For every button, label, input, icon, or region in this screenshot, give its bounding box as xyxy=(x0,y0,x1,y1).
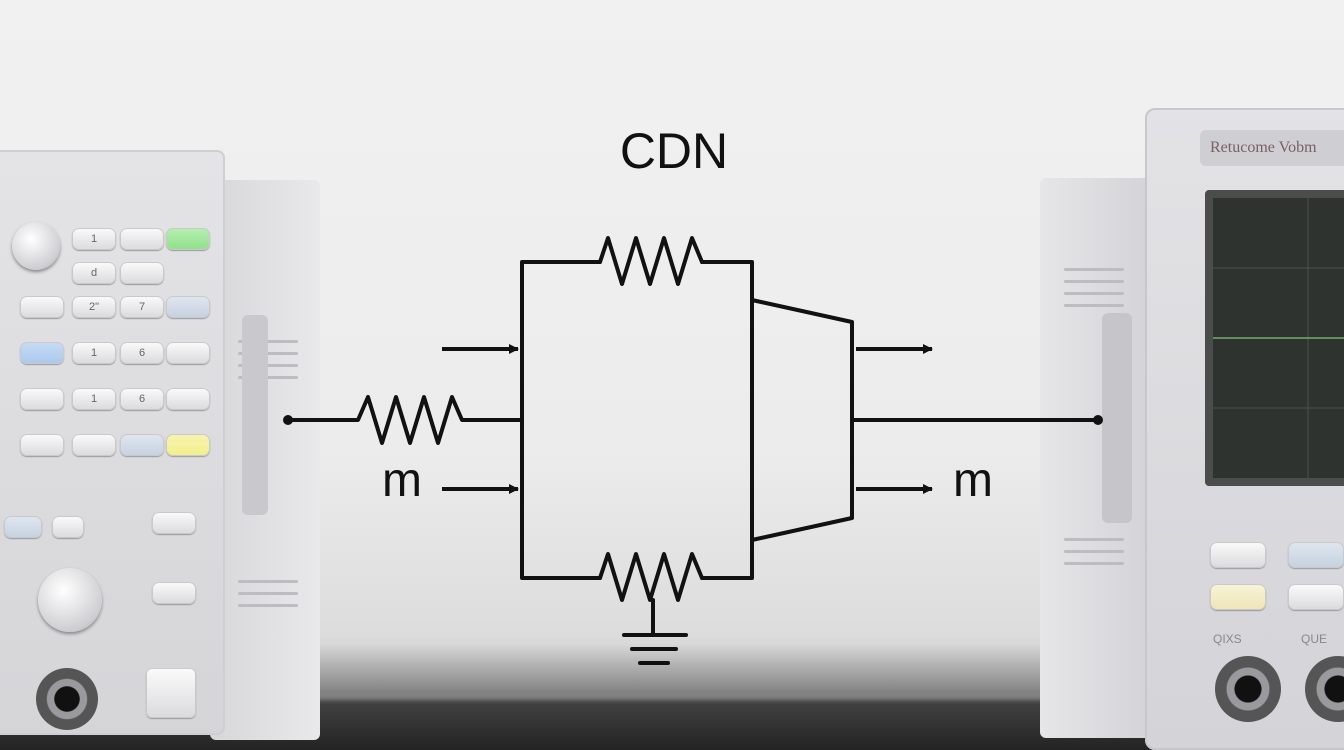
cdn-box-left xyxy=(520,260,602,580)
right-instrument: Retucome Vobm QIXS QUE xyxy=(1040,108,1344,750)
panel-key[interactable] xyxy=(166,296,210,318)
panel-key[interactable]: 6 xyxy=(120,342,164,364)
vent-slot xyxy=(1064,280,1124,283)
bnc-connector[interactable] xyxy=(36,668,98,730)
yellow-key[interactable] xyxy=(166,434,210,456)
input-line-resistor xyxy=(286,395,524,445)
green-key[interactable] xyxy=(166,228,210,250)
input-terminal xyxy=(283,415,293,425)
vent-slot xyxy=(1064,562,1124,565)
panel-key[interactable] xyxy=(152,512,196,534)
panel-key[interactable]: 2" xyxy=(72,296,116,318)
top-resistor xyxy=(598,236,704,286)
right-instrument-handle xyxy=(1102,313,1132,523)
panel-key[interactable]: 1 xyxy=(72,342,116,364)
right-instrument-front-panel: Retucome Vobm QIXS QUE xyxy=(1145,108,1344,750)
scope-grid xyxy=(1213,198,1344,478)
bottom-resistor xyxy=(598,552,704,602)
left-instrument-front-panel: 1 d 2" 7 1 6 1 6 xyxy=(0,150,225,735)
vent-slot xyxy=(1064,550,1124,553)
vent-slot xyxy=(1064,304,1124,307)
scope-key[interactable] xyxy=(1288,584,1344,610)
panel-key[interactable]: 6 xyxy=(120,388,164,410)
panel-key[interactable] xyxy=(120,262,164,284)
right-instrument-side xyxy=(1040,178,1160,738)
scope-key[interactable] xyxy=(1210,584,1266,610)
vent-slot xyxy=(1064,292,1124,295)
panel-key[interactable] xyxy=(4,516,42,538)
output-terminal xyxy=(1093,415,1103,425)
blue-key[interactable] xyxy=(20,342,64,364)
vent-slot xyxy=(238,580,298,583)
right-m-label: m xyxy=(953,454,993,507)
bench-reflection xyxy=(300,640,1060,700)
left-instrument-handle xyxy=(242,315,268,515)
panel-key[interactable] xyxy=(20,434,64,456)
vent-slot xyxy=(1064,268,1124,271)
vent-slot xyxy=(238,340,298,343)
panel-key[interactable]: d xyxy=(72,262,116,284)
panel-key[interactable] xyxy=(52,516,84,538)
vent-slot xyxy=(238,364,298,367)
vent-slot xyxy=(238,376,298,379)
bnc-connector[interactable] xyxy=(1215,656,1281,722)
panel-key[interactable] xyxy=(120,228,164,250)
panel-key[interactable]: 7 xyxy=(120,296,164,318)
panel-key[interactable]: 1 xyxy=(72,388,116,410)
diagram-title: CDN xyxy=(620,123,728,179)
brand-label: Retucome Vobm xyxy=(1200,130,1344,166)
panel-key[interactable] xyxy=(20,388,64,410)
rotary-knob[interactable] xyxy=(38,568,102,632)
panel-key[interactable] xyxy=(120,434,164,456)
vent-slot xyxy=(1064,538,1124,541)
panel-key[interactable]: 1 xyxy=(72,228,116,250)
vent-slot xyxy=(238,592,298,595)
panel-key[interactable] xyxy=(166,342,210,364)
left-m-label: m xyxy=(382,454,422,507)
vent-slot xyxy=(238,352,298,355)
cdn-box-right xyxy=(700,260,754,580)
scope-key[interactable] xyxy=(1210,542,1266,568)
panel-key[interactable] xyxy=(166,388,210,410)
coupling-trapezoid xyxy=(750,298,854,542)
scope-screen xyxy=(1205,190,1344,486)
left-instrument: 1 d 2" 7 1 6 1 6 xyxy=(0,140,330,740)
connector-label: QUE xyxy=(1301,632,1328,646)
toggle-switch[interactable] xyxy=(146,668,196,718)
panel-key[interactable] xyxy=(152,582,196,604)
vent-slot xyxy=(238,604,298,607)
connector-label: QIXS xyxy=(1213,632,1242,646)
rotary-knob[interactable] xyxy=(12,222,60,270)
scope-key[interactable] xyxy=(1288,542,1344,568)
panel-key[interactable] xyxy=(72,434,116,456)
panel-key[interactable] xyxy=(20,296,64,318)
